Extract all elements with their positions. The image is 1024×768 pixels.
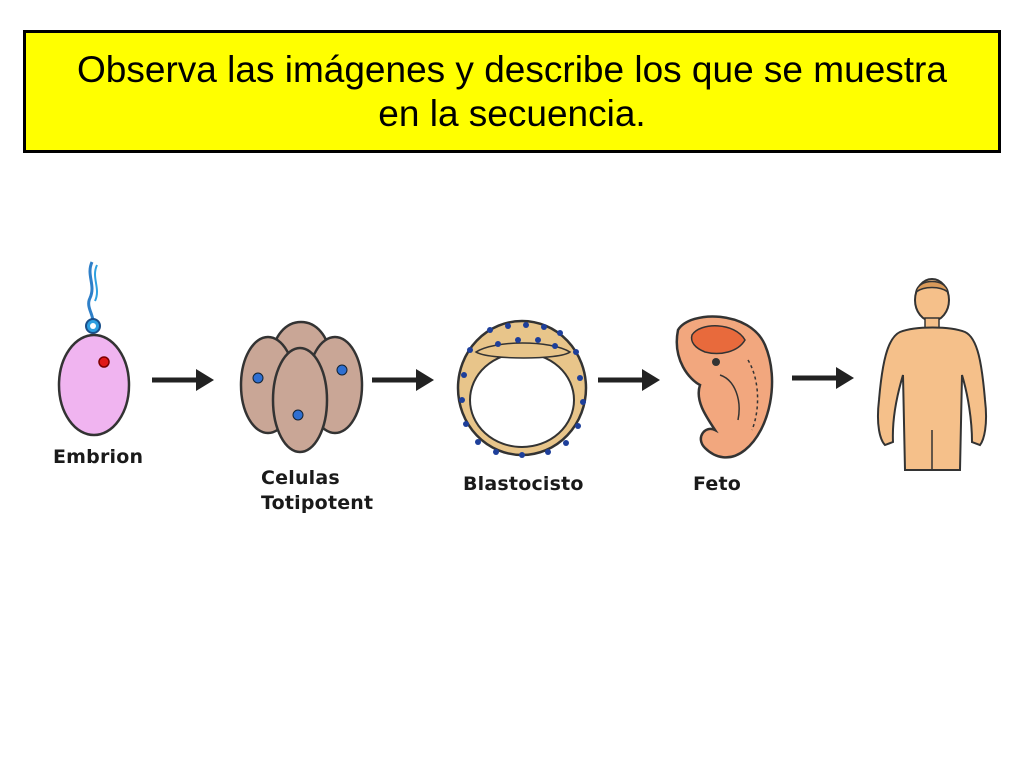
label-line: Embrion xyxy=(53,446,144,468)
slide-title: Observa las imágenes y describe los que … xyxy=(77,48,947,134)
stage-label-feto: Feto xyxy=(693,472,741,497)
title-box: Observa las imágenes y describe los que … xyxy=(23,30,1001,153)
fertilized-egg-icon xyxy=(57,261,131,437)
stage-label-celulas: Celulas Totipotent xyxy=(261,466,373,516)
right-arrow-icon xyxy=(152,369,214,391)
stage-label-blastocisto: Blastocisto xyxy=(463,472,584,497)
right-arrow-icon xyxy=(598,369,660,391)
fetus-icon xyxy=(675,315,774,459)
label-line: Totipotent xyxy=(261,492,374,514)
stage-label-embrion: Embrion xyxy=(53,445,143,470)
right-arrow-icon xyxy=(792,367,854,389)
totipotent-cells-icon xyxy=(239,320,364,454)
adult-human-icon xyxy=(876,278,988,471)
label-line: Feto xyxy=(693,473,742,495)
label-line: Blastocisto xyxy=(463,473,584,495)
right-arrow-icon xyxy=(372,369,434,391)
blastocyst-icon xyxy=(456,319,588,458)
label-line: Celulas xyxy=(261,467,340,489)
